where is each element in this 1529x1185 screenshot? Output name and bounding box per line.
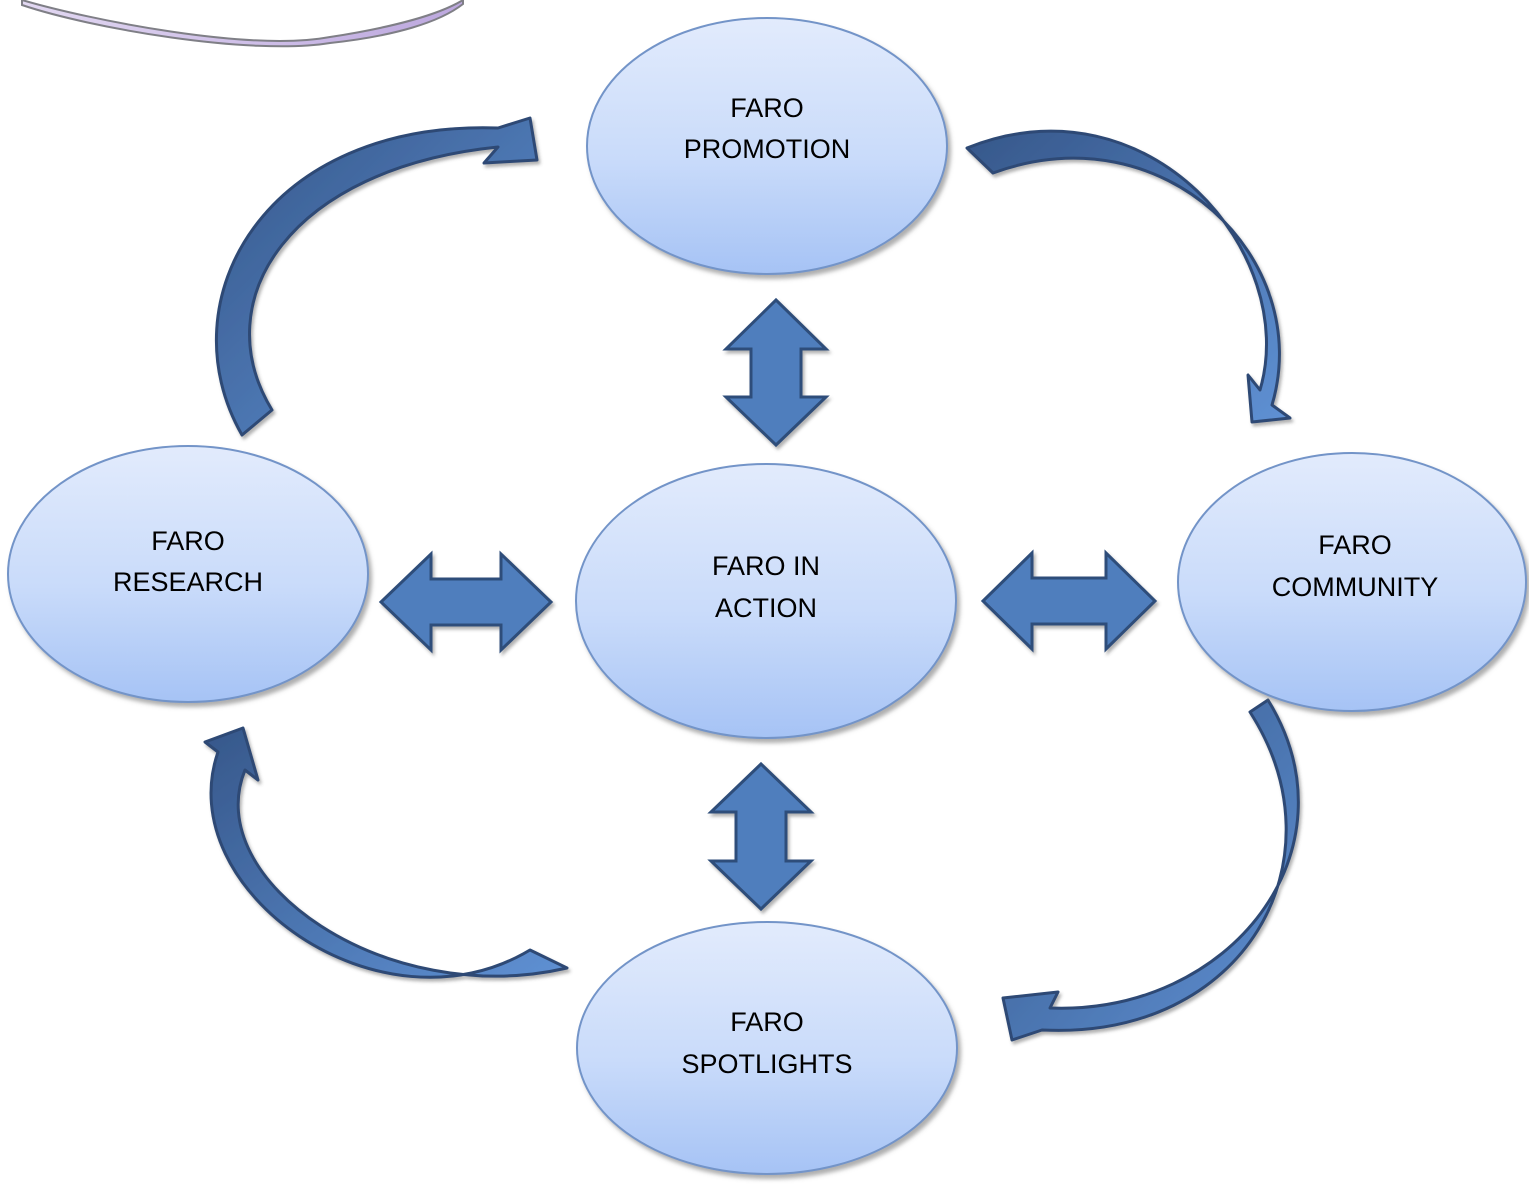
- node-spotlights: FARO SPOTLIGHTS: [576, 921, 958, 1175]
- node-spotlights-ellipse: [576, 921, 958, 1175]
- node-center-ellipse: [575, 463, 957, 739]
- node-spotlights-label-line2: SPOTLIGHTS: [681, 1049, 852, 1079]
- node-promotion-label-line2: PROMOTION: [684, 134, 851, 164]
- curved-arrow-research-to-promotion: [215, 116, 539, 437]
- node-community-ellipse: [1177, 452, 1527, 712]
- double-arrow-center-community: [980, 549, 1158, 653]
- node-research-label-line1: FARO: [151, 526, 225, 556]
- decorative-purple-ribbon: [21, 0, 464, 48]
- node-community-label-line2: COMMUNITY: [1272, 572, 1438, 602]
- node-center-label-line2: ACTION: [715, 593, 817, 623]
- node-promotion: FARO PROMOTION: [586, 17, 948, 275]
- node-research-label-line2: RESEARCH: [113, 567, 263, 597]
- node-research: FARO RESEARCH: [7, 445, 369, 703]
- node-community-label-line1: FARO: [1318, 530, 1392, 560]
- node-promotion-label-line1: FARO: [730, 93, 804, 123]
- node-promotion-ellipse: [586, 17, 948, 275]
- node-spotlights-label-line1: FARO: [730, 1007, 804, 1037]
- node-center: FARO IN ACTION: [575, 463, 957, 739]
- double-arrow-center-promotion: [722, 297, 830, 448]
- curved-arrow-community-to-spotlights: [1001, 698, 1300, 1042]
- curved-arrow-spotlights-to-research: [203, 726, 569, 979]
- double-arrow-center-research: [378, 550, 554, 654]
- double-arrow-center-spotlights: [707, 761, 815, 912]
- node-research-ellipse: [7, 445, 369, 703]
- curved-arrow-promotion-to-community: [965, 129, 1292, 424]
- node-center-label-line1: FARO IN: [712, 551, 820, 581]
- node-community: FARO COMMUNITY: [1177, 452, 1527, 712]
